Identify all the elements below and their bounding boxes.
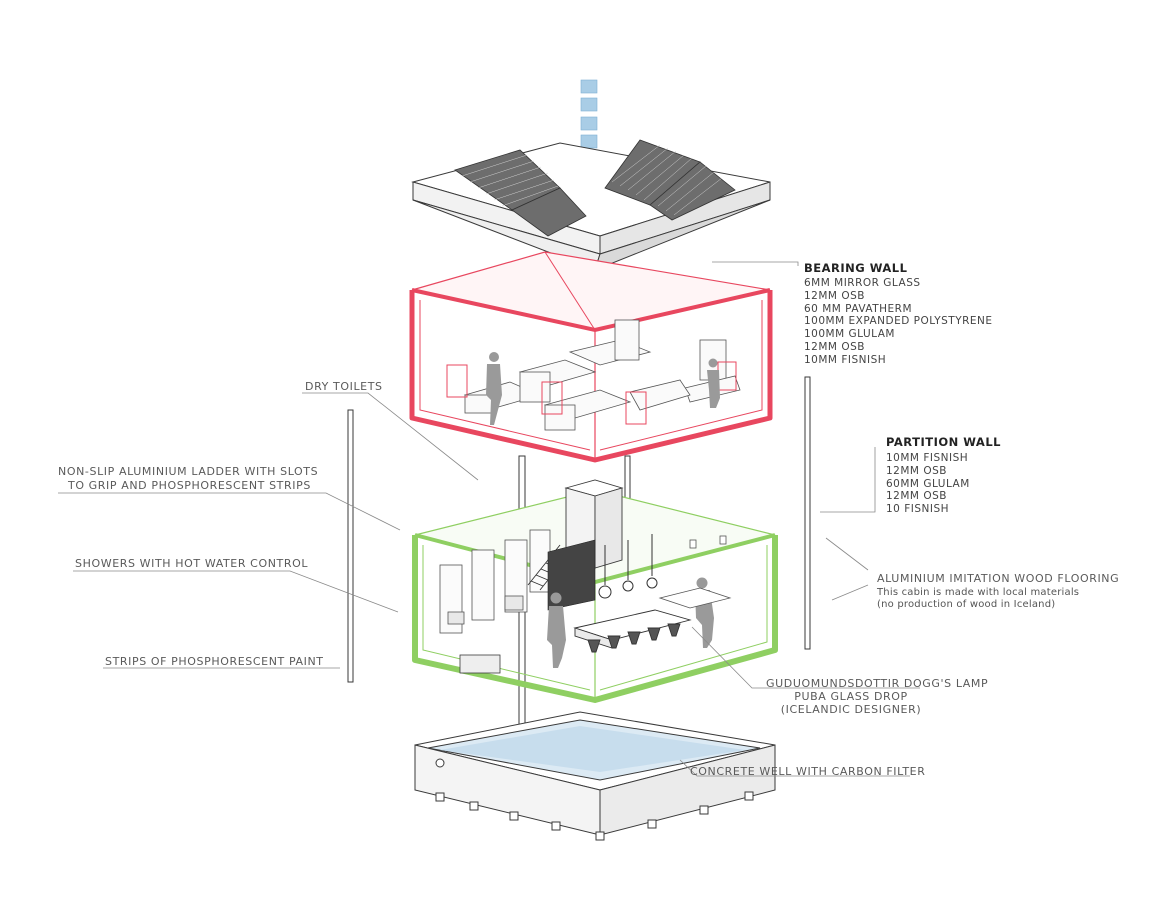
washbasins bbox=[658, 535, 732, 609]
partition-wall-layer: 12MM OSB bbox=[886, 464, 947, 477]
glass-drop-lamps bbox=[598, 534, 658, 599]
concrete-well bbox=[414, 711, 776, 841]
leader-lines bbox=[58, 261, 920, 777]
bearing-wall-layer: 60 MM PAVATHERM bbox=[804, 302, 913, 315]
bearing-wall-layer: 100MM GLULAM bbox=[804, 328, 895, 341]
solar-panels bbox=[454, 139, 736, 237]
bearing-wall-layer: 12MM OSB bbox=[804, 289, 865, 302]
solar-panel-grid bbox=[461, 144, 723, 216]
concrete-well-label: CONCRETE WELL WITH CARBON FILTER bbox=[690, 765, 926, 778]
bearing-level bbox=[409, 251, 773, 463]
flooring-note-line-1: This cabin is made with local materials bbox=[877, 587, 1080, 598]
bearing-wall-layer: 100MM EXPANDED POLYSTYRENE bbox=[804, 315, 993, 328]
phosphorescent-wall-panel bbox=[547, 539, 596, 611]
partition-wall-title: PARTITION WALL bbox=[886, 435, 1001, 449]
partition-wall-layer: 12MM OSB bbox=[886, 490, 947, 503]
human-figures-upper bbox=[486, 352, 720, 425]
dry-toilet-cubicles bbox=[463, 319, 741, 431]
showers-label: SHOWERS WITH HOT WATER CONTROL bbox=[75, 557, 309, 570]
bearing-wall-layers: 6MM MIRROR GLASS 12MM OSB 60 MM PAVATHER… bbox=[804, 277, 993, 367]
lamp-label-line-1: GUDUOMUNDSDOTTIR DOGG'S LAMP bbox=[766, 677, 989, 690]
bench-and-stools bbox=[573, 609, 692, 653]
bearing-wall-layer: 12MM OSB bbox=[804, 340, 865, 353]
partition-wall-layer: 60MM GLULAM bbox=[886, 477, 970, 490]
ladder-label-line-2: TO GRIP AND PHOSPHORESCENT STRIPS bbox=[68, 479, 311, 492]
partition-wall-layer: 10MM FISNISH bbox=[886, 452, 969, 464]
bearing-wall-layer: 6MM MIRROR GLASS bbox=[804, 277, 921, 289]
flooring-label: ALUMINIUM IMITATION WOOD FLOORING bbox=[877, 572, 1120, 585]
lamp-label-line-2: PUBA GLASS DROP bbox=[794, 690, 908, 703]
ladder-label-line-1: NON-SLIP ALUMINIUM LADDER WITH SLOTS bbox=[58, 465, 319, 478]
phosphorescent-strips-label: STRIPS OF PHOSPHORESCENT PAINT bbox=[105, 655, 324, 668]
central-chimney bbox=[564, 479, 624, 569]
dry-toilets-label: DRY TOILETS bbox=[305, 380, 383, 393]
bearing-wall-layer: 10MM FISNISH bbox=[804, 353, 887, 366]
partition-wall-layer: 10 FISNISH bbox=[886, 503, 950, 516]
lamp-label-line-3: (ICELANDIC DESIGNER) bbox=[780, 703, 922, 716]
partition-wall-layers: 10MM FISNISH 12MM OSB 60MM GLULAM 12MM O… bbox=[886, 452, 970, 516]
flooring-note-line-2: (no production of wood in Iceland) bbox=[877, 599, 1056, 610]
shower-cubicles bbox=[439, 529, 551, 634]
bearing-wall-title: BEARING WALL bbox=[804, 261, 908, 275]
